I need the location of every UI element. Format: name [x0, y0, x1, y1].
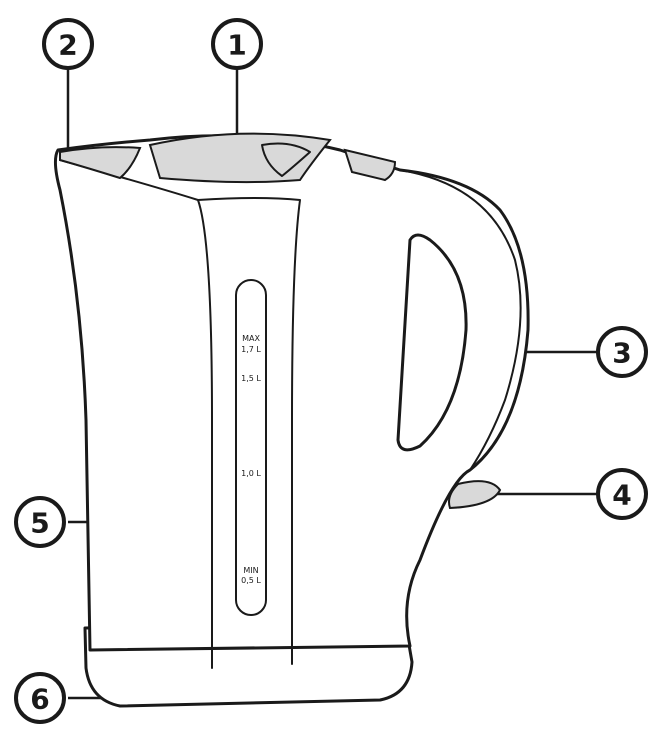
scale-1-5-value: 1,5 L [241, 374, 261, 383]
scale-max-value: 1,7 L [241, 345, 261, 354]
callout-5-number: 5 [30, 507, 49, 540]
callout-2: 2 [42, 18, 94, 70]
scale-max-label: MAX [242, 334, 260, 343]
callout-1: 1 [211, 18, 263, 70]
callout-6-number: 6 [30, 683, 49, 716]
callout-6: 6 [14, 672, 66, 724]
scale-min-label: MIN [243, 566, 258, 575]
scale-min-value: 0,5 L [241, 576, 261, 585]
kettle-spout [59, 146, 142, 180]
callout-1-number: 1 [227, 29, 246, 62]
callout-5: 5 [14, 496, 66, 548]
kettle-switch [343, 148, 397, 182]
callout-3-number: 3 [612, 337, 631, 370]
callout-3: 3 [596, 326, 648, 378]
kettle-lid [148, 132, 332, 184]
scale-1-0-value: 1,0 L [241, 469, 261, 478]
lid-button [261, 142, 311, 177]
callout-4-number: 4 [612, 479, 631, 512]
kettle-handle-edge [399, 169, 522, 471]
callout-4: 4 [596, 468, 648, 520]
kettle-handle-opening [396, 233, 468, 452]
kettle-on-off-lever [448, 480, 502, 510]
water-level-window [235, 279, 267, 616]
kettle-front-edge-right [197, 197, 301, 665]
callout-2-number: 2 [58, 29, 77, 62]
